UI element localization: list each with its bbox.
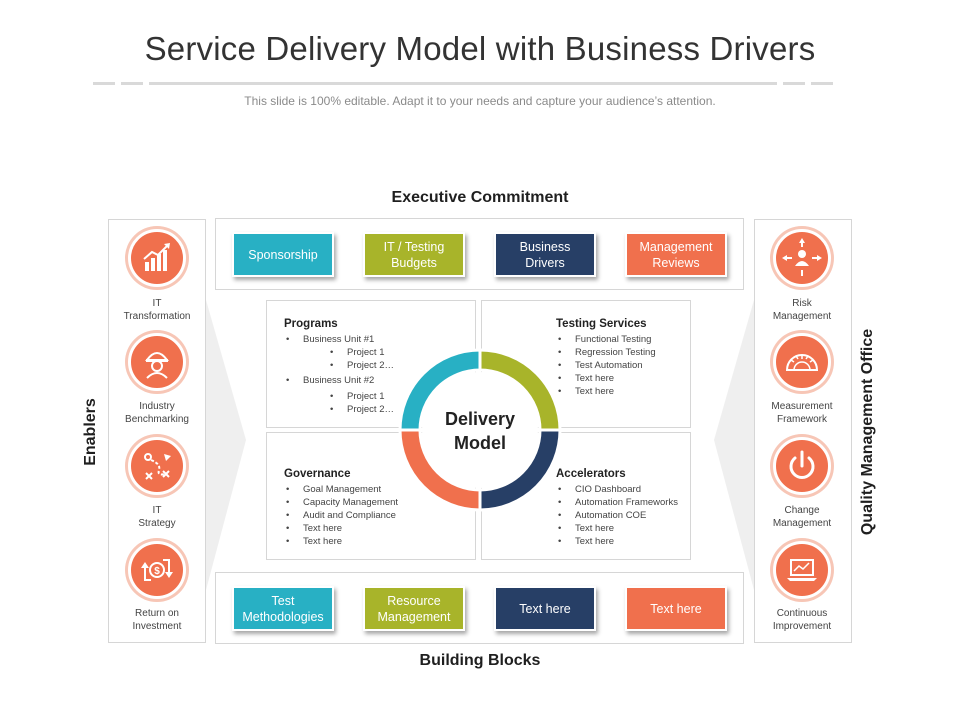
svg-text:$: $ xyxy=(154,566,160,577)
testing-services-title: Testing Services xyxy=(556,318,647,330)
management-reviews-tile: Management Reviews xyxy=(625,232,727,277)
text-here-tile: Text here xyxy=(625,586,727,631)
list-item: Text here xyxy=(284,522,414,535)
it-transformation-label: IT Transformation xyxy=(123,298,191,322)
list-item: Text here xyxy=(556,372,686,385)
industry-benchmarking-label: Industry Benchmarking xyxy=(125,401,189,425)
executive-commitment-label: Executive Commitment xyxy=(391,189,569,206)
test-methodologies-tile: Test Methodologies xyxy=(232,586,334,631)
measurement-framework-label: Measurement Framework xyxy=(771,401,833,425)
list-item: Project 1 xyxy=(328,346,448,359)
programs-list-2: Business Unit #2 xyxy=(284,374,464,387)
list-item: Text here xyxy=(284,535,414,548)
power-icon xyxy=(773,437,831,495)
resource-management-tile: Resource Management xyxy=(363,586,465,631)
it-testing-budgets-tile: IT / Testing Budgets xyxy=(363,232,465,277)
list-item: Project 2… xyxy=(328,359,448,372)
list-item: Business Unit #1 xyxy=(284,333,464,346)
protractor-icon xyxy=(773,333,831,391)
it-strategy-label: IT Strategy xyxy=(138,505,176,529)
delivery-model-title: Delivery Model xyxy=(420,407,540,455)
programs-unit2-projects: Project 1 Project 2… xyxy=(328,390,448,416)
testing-services-list: Functional Testing Regression Testing Te… xyxy=(556,333,686,398)
list-item: CIO Dashboard xyxy=(556,483,686,496)
page-subtitle: This slide is 100% editable. Adapt it to… xyxy=(244,94,716,108)
change-management-label: Change Management xyxy=(772,505,832,529)
risk-management-label: Risk Management xyxy=(772,298,832,322)
strategy-icon xyxy=(128,437,186,495)
accelerators-title: Accelerators xyxy=(556,468,626,480)
dollar-exchange-icon: $ xyxy=(128,541,186,599)
return-on-investment-label: Return on Investment xyxy=(132,608,182,632)
title-divider xyxy=(121,82,143,85)
title-divider xyxy=(811,82,833,85)
growth-chart-icon xyxy=(128,229,186,287)
page-title: Service Delivery Model with Business Dri… xyxy=(144,30,816,67)
delivery-model-line1: Delivery xyxy=(444,409,516,429)
programs-title: Programs xyxy=(284,318,338,330)
title-divider xyxy=(783,82,805,85)
title-divider xyxy=(93,82,115,85)
text-here-tile: Text here xyxy=(494,586,596,631)
building-blocks-label: Building Blocks xyxy=(419,652,541,669)
person-arrows-icon xyxy=(773,229,831,287)
list-item: Automation Frameworks xyxy=(556,496,686,509)
list-item: Goal Management xyxy=(284,483,414,496)
list-item: Text here xyxy=(556,535,686,548)
engineer-icon xyxy=(128,333,186,391)
delivery-model-line2: Model xyxy=(454,433,506,453)
list-item: Capacity Management xyxy=(284,496,414,509)
governance-list: Goal Management Capacity Management Audi… xyxy=(284,483,414,548)
business-drivers-tile: Business Drivers xyxy=(494,232,596,277)
governance-title: Governance xyxy=(284,468,351,480)
title-divider xyxy=(149,82,777,85)
programs-unit1-projects: Project 1 Project 2… xyxy=(328,346,448,372)
list-item: Text here xyxy=(556,522,686,535)
sponsorship-tile: Sponsorship xyxy=(232,232,334,277)
continuous-improvement-label: Continuous Improvement xyxy=(772,608,832,632)
list-item: Test Automation xyxy=(556,359,686,372)
list-item: Automation COE xyxy=(556,509,686,522)
qmo-label: Quality Management Office xyxy=(859,328,876,536)
enablers-label: Enablers xyxy=(82,398,99,466)
list-item: Audit and Compliance xyxy=(284,509,414,522)
list-item: Business Unit #2 xyxy=(284,374,464,387)
laptop-chart-icon xyxy=(773,541,831,599)
list-item: Text here xyxy=(556,385,686,398)
delivery-model-ring xyxy=(398,348,562,512)
programs-list: Business Unit #1 xyxy=(284,333,464,346)
list-item: Functional Testing xyxy=(556,333,686,346)
list-item: Project 1 xyxy=(328,390,448,403)
list-item: Project 2… xyxy=(328,403,448,416)
list-item: Regression Testing xyxy=(556,346,686,359)
accelerators-list: CIO Dashboard Automation Frameworks Auto… xyxy=(556,483,686,548)
